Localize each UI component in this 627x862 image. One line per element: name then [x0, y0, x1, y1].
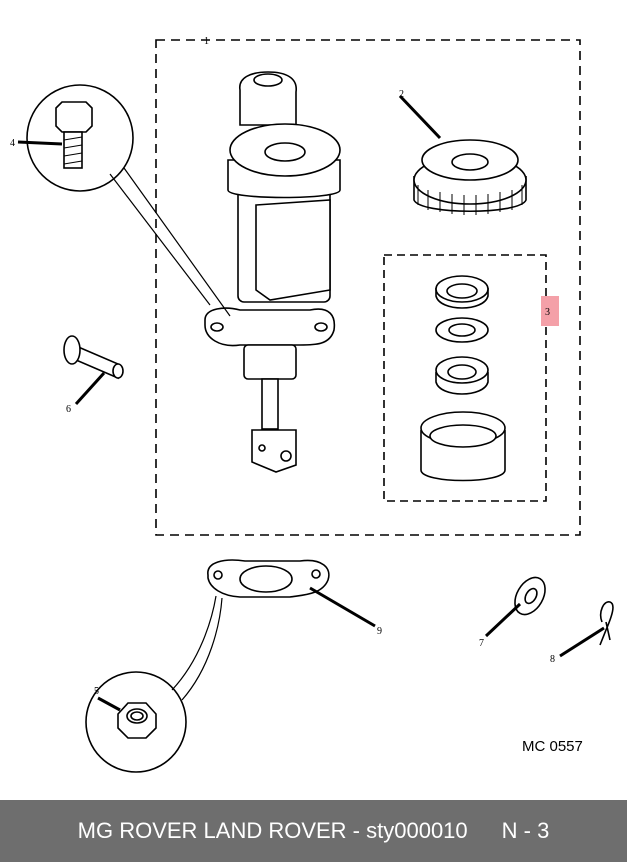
washer-part — [514, 576, 546, 616]
split-pin-part — [599, 601, 614, 646]
callout-6: 6 — [66, 404, 71, 415]
seal-kit-parts — [420, 275, 506, 482]
callout-2: 2 — [399, 89, 404, 100]
gasket — [207, 559, 330, 598]
nut-part — [117, 702, 157, 739]
footer-page-ref: N - 3 — [501, 818, 550, 843]
reservoir-cap — [413, 139, 527, 215]
clevis-pin — [63, 335, 124, 380]
bolt-part — [55, 101, 93, 169]
footer-bar: MG ROVER LAND ROVER - sty000010 N - 3 — [0, 800, 627, 862]
callout-4: 4 — [10, 138, 15, 149]
master-cylinder — [204, 71, 341, 473]
callout-7: 7 — [479, 638, 484, 649]
callout-8: 8 — [550, 654, 555, 665]
assembly-frame — [155, 39, 581, 536]
callout-3-highlight — [541, 296, 559, 326]
parts-diagram: 1 2 3 4 5 6 7 8 9 — [10, 36, 614, 773]
callout-5: 5 — [94, 686, 99, 697]
callout-1: 1 — [204, 36, 209, 47]
callout-3: 3 — [545, 307, 550, 318]
seal-kit-frame — [383, 254, 547, 502]
callout-9: 9 — [377, 626, 382, 637]
footer-brand-text: MG ROVER LAND ROVER - sty000010 — [77, 818, 468, 843]
diagram-reference-code: MC 0557 — [522, 738, 583, 755]
